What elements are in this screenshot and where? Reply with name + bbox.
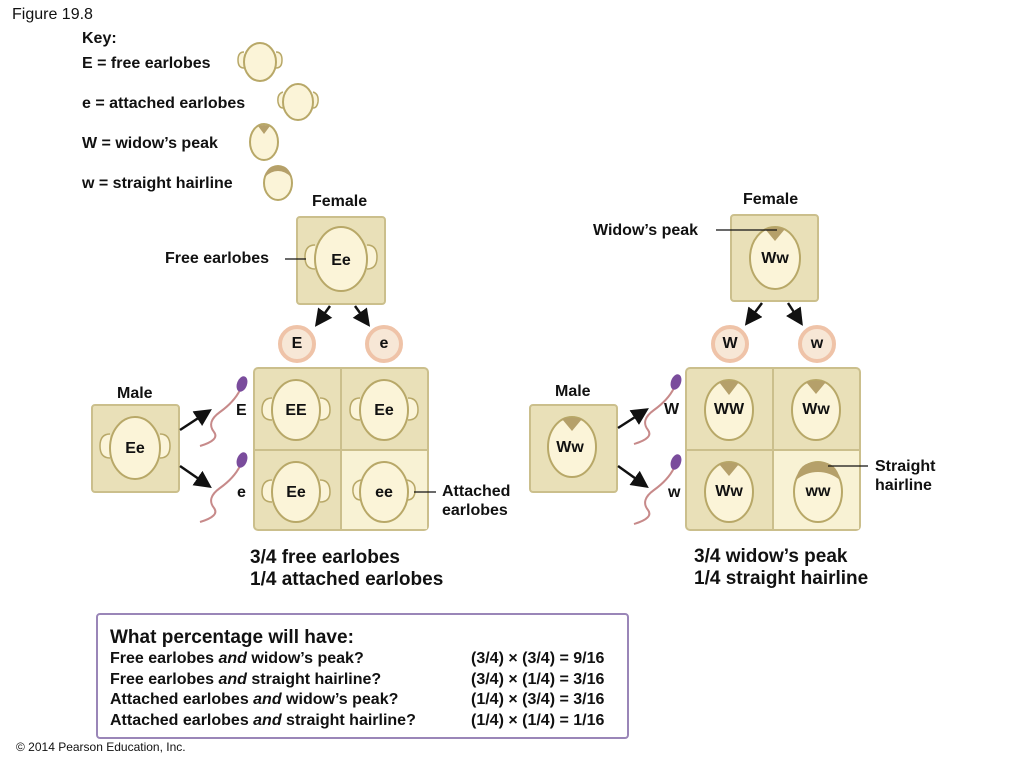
hairline-offspring-genotype: Ww [802,401,830,418]
hairline-sperm-allele: w [668,484,681,501]
egg-icon [278,325,316,363]
earlobe-offspring-genotype: Ee [286,484,306,501]
hairline-male-genotype: Ww [556,439,584,456]
offspring-head-icon [704,461,754,523]
key-item-free-earlobes: E = free earlobes [82,55,211,72]
key-item-widows-peak: W = widow’s peak [82,135,218,152]
question-row-label: Free earlobes and straight hairline? [110,671,382,688]
hairline-offspring-genotype: Ww [715,483,743,500]
question-row-calc: (3/4) × (3/4) = 9/16 [471,650,605,667]
widows-peak-callout: Widow’s peak [593,222,699,239]
free-earlobe-head-icon [237,42,283,82]
earlobe-female-callout: Free earlobes [165,250,270,267]
offspring-head-icon [704,379,754,441]
figure-title: Figure 19.8 [12,6,93,23]
straight-hairline-callout-line1: Straight [875,458,936,475]
attached-earlobes-callout-line2: earlobes [442,502,508,519]
question-row-label: Free earlobes and widow’s peak? [110,650,364,667]
straight-hairline-callout-line2: hairline [875,477,932,494]
sperm-icon [633,454,682,525]
key-heading: Key: [82,30,117,47]
hairline-summary-line1: 3/4 widow’s peak [694,546,848,567]
earlobe-offspring-genotype: Ee [374,402,394,419]
widows-peak-head-icon [249,123,279,161]
male-ww-head-icon [547,416,597,478]
hairline-female-genotype: Ww [761,250,789,267]
sperm-icon [633,374,682,445]
earlobe-offspring-genotype: ee [375,484,393,501]
question-row-calc: (3/4) × (1/4) = 3/16 [471,671,605,688]
female-ee-head-icon [304,226,378,292]
offspring-head-icon [349,379,419,441]
earlobe-egg-allele: E [291,335,303,352]
earlobe-male-label: Male [117,385,153,402]
hairline-male-label: Male [555,383,591,400]
question-row-label: Attached earlobes and straight hairline? [110,712,416,729]
egg-icon [365,325,403,363]
attached-earlobe-head-icon [277,83,319,121]
egg-icon [798,325,836,363]
attached-earlobes-callout-line1: Attached [442,483,511,500]
earlobe-summary-line1: 3/4 free earlobes [250,547,400,568]
probability-question-box: What percentage will have: Free earlobes… [96,613,629,739]
earlobe-sperm-allele: E [236,402,247,419]
hairline-summary-line2: 1/4 straight hairline [694,568,869,589]
copyright-notice: © 2014 Pearson Education, Inc. [16,740,186,754]
hairline-sperm-allele: W [664,401,680,418]
question-heading: What percentage will have: [110,627,354,648]
earlobe-summary-line2: 1/4 attached earlobes [250,569,444,590]
earlobe-female-genotype: Ee [331,252,351,269]
male-ee-head-icon [99,416,171,480]
earlobe-egg-allele: e [379,335,389,352]
offspring-head-icon [352,461,416,523]
question-row-calc: (1/4) × (1/4) = 1/16 [471,712,605,729]
sperm-icon [199,452,248,523]
hairline-female-label: Female [743,191,799,208]
offspring-head-icon [261,461,331,523]
key-item-straight-hairline: w = straight hairline [82,175,233,192]
female-ww-head-icon [749,226,801,290]
offspring-head-icon [261,379,331,441]
key-item-attached-earlobes: e = attached earlobes [82,95,246,112]
question-row-calc: (1/4) × (3/4) = 3/16 [471,691,605,708]
hairline-offspring-genotype: ww [805,483,831,500]
question-row-label: Attached earlobes and widow’s peak? [110,691,399,708]
offspring-head-icon [791,379,841,441]
hairline-offspring-genotype: WW [713,401,745,418]
straight-hairline-head-icon [263,165,293,201]
earlobe-male-genotype: Ee [125,440,145,457]
earlobe-female-label: Female [312,193,368,210]
hairline-egg-allele: w [810,335,824,352]
egg-icon [711,325,749,363]
sperm-icon [199,376,248,447]
earlobe-offspring-genotype: EE [285,402,307,419]
hairline-egg-allele: W [722,335,738,352]
earlobe-sperm-allele: e [237,484,246,501]
